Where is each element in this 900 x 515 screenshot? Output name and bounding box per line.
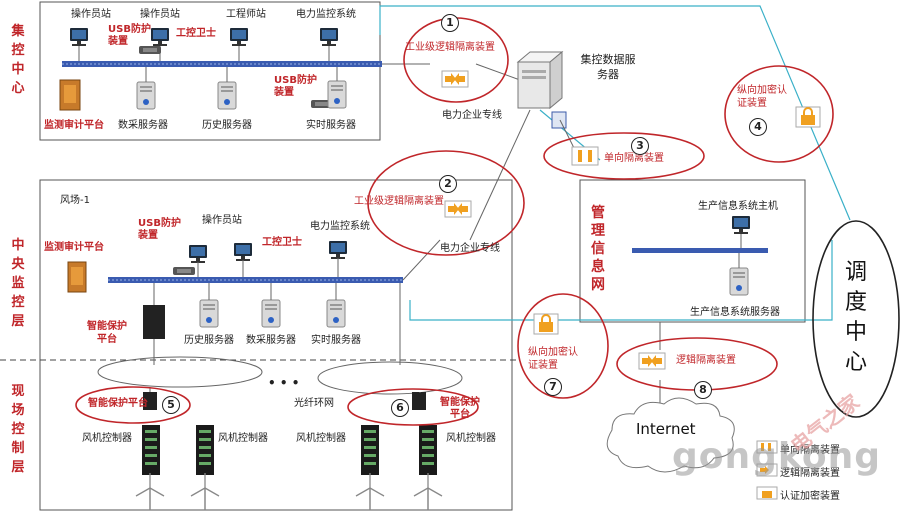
controller-label: 风机控制器 — [82, 433, 132, 444]
marker-8: 8 — [694, 381, 712, 399]
data-server-icon — [516, 50, 567, 129]
wind-farm-title: 风场-1 — [60, 195, 90, 206]
server-label: 数采服务器 — [118, 120, 168, 131]
industrial-guard-label: 工控卫士 — [262, 237, 302, 248]
server-label: 实时服务器 — [311, 335, 361, 346]
power-monitor-label: 电力监控系统 — [310, 221, 370, 232]
marker-4: 4 — [749, 118, 767, 136]
marker-5: 5 — [162, 396, 180, 414]
protect-label: 智能保护平台 — [87, 321, 127, 345]
station-label: 电力监控系统 — [296, 9, 356, 20]
station-label: 操作员站 — [140, 9, 180, 20]
vertical-encrypt-label: 纵向加密认证装置 — [737, 85, 787, 109]
marker-3: 3 — [631, 137, 649, 155]
unidirectional-label: 单向隔离装置 — [604, 153, 664, 164]
audit-label: 监测审计平台 — [44, 242, 104, 253]
server-label: 历史服务器 — [202, 120, 252, 131]
audit-label: 监测审计平台 — [44, 120, 104, 131]
zone-label-jikong: 集控中心 — [11, 24, 25, 96]
mgmt-server-label: 生产信息系统服务器 — [690, 307, 780, 318]
station-label: 操作员站 — [71, 9, 111, 20]
marker-6: 6 — [391, 399, 409, 417]
controller-label: 风机控制器 — [296, 433, 346, 444]
isolation-label-2: 工业级逻辑隔离装置 — [354, 196, 444, 207]
marker-2: 2 — [439, 175, 457, 193]
protect-label: 智能保护平台 — [88, 398, 148, 409]
fiber-ring-label: 光纤环网 — [294, 398, 334, 409]
mgmt-frame — [579, 179, 806, 323]
server-label: 历史服务器 — [184, 335, 234, 346]
logical-iso-label: 逻辑隔离装置 — [676, 355, 736, 366]
marker-7: 7 — [544, 378, 562, 396]
server-label: 数采服务器 — [246, 335, 296, 346]
mgmt-host-label: 生产信息系统主机 — [698, 201, 778, 212]
controller-label: 风机控制器 — [446, 433, 496, 444]
mgmt-bus — [632, 248, 768, 253]
server-label: 实时服务器 — [306, 120, 356, 131]
protect-label: 智能保护平台 — [440, 397, 480, 420]
usb-guard-label: USB防护装置 — [108, 24, 151, 47]
legend-item: 单向隔离装置 — [780, 445, 840, 456]
mid-bus — [108, 277, 403, 283]
internet-label: Internet — [636, 420, 696, 438]
top-zone-frame — [39, 1, 381, 141]
legend-item: 认证加密装置 — [780, 491, 840, 502]
zone-label-guanli: 管理信息网 — [591, 205, 605, 293]
enterprise-line-1: 电力企业专线 — [442, 110, 502, 121]
station-label: 工程师站 — [226, 9, 266, 20]
mid-zone-frame — [39, 179, 513, 511]
legend-item: 逻辑隔离装置 — [780, 468, 840, 479]
zone-label-diaodu: 调度中心 — [844, 260, 867, 375]
data-server-label: 集控数据服务器 — [580, 53, 636, 81]
zone-label-zhongyang: 中央监控层 — [11, 238, 25, 329]
controller-label: 风机控制器 — [218, 433, 268, 444]
marker-1: 1 — [441, 14, 459, 32]
watermark-main: gongkong — [672, 436, 882, 477]
zone-label-xianchang: 现场控制层 — [11, 384, 25, 475]
ellipsis: • • • — [268, 376, 300, 390]
usb-guard-label: USB防护装置 — [274, 75, 317, 98]
usb-guard-label: USB防护装置 — [138, 218, 181, 241]
operator-label: 操作员站 — [202, 215, 242, 226]
enterprise-line-2: 电力企业专线 — [440, 243, 500, 254]
isolation-label-1: 工业级逻辑隔离装置 — [405, 42, 495, 53]
encrypt-7-label: 纵向加密认证装置 — [528, 347, 578, 371]
industrial-guard-label: 工控卫士 — [176, 28, 216, 39]
